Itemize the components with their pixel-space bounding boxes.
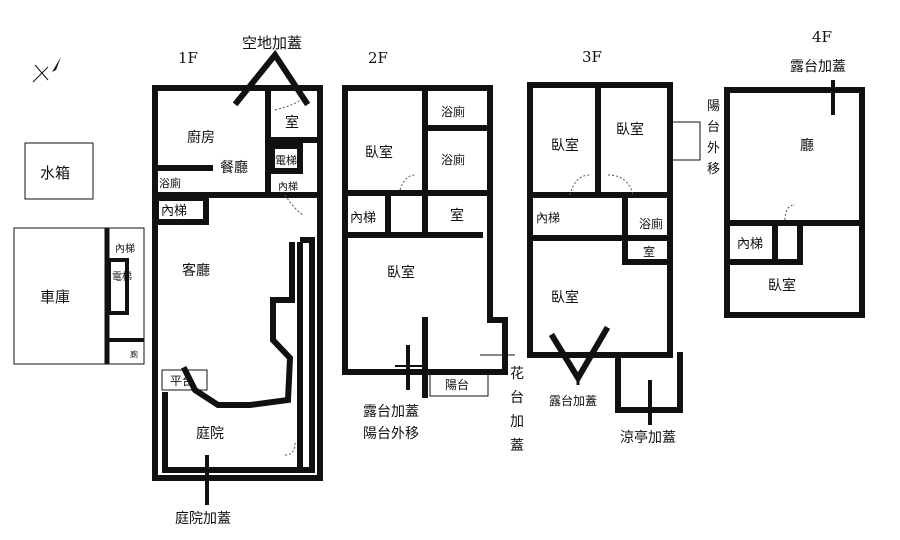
2f-room-label: 室 — [450, 207, 464, 224]
3f-terrace-annotation: 露台加蓋 — [549, 393, 597, 408]
floor-label-3f: 3F — [582, 48, 602, 66]
2f-bath2-label: 浴廁 — [441, 152, 465, 167]
water-tank — [24, 142, 94, 200]
4f-stair-label: 內梯 — [737, 237, 763, 252]
water-tank-label: 水箱 — [40, 164, 70, 182]
1f-room-label: 室 — [285, 114, 299, 131]
garage-label: 車庫 — [40, 288, 70, 306]
floor-label-1f: 1F — [178, 49, 198, 67]
courtyard-label: 庭院 — [196, 425, 224, 442]
floor-1f-walls — [152, 85, 323, 481]
garage — [13, 227, 145, 365]
kitchen-label: 廚房 — [187, 129, 215, 146]
2f-bedroom1-label: 臥室 — [365, 144, 393, 161]
1f-elevator-label: 電梯 — [275, 154, 297, 167]
open-space-annotation: 空地加蓋 — [242, 34, 302, 52]
4f-hall-label: 廳 — [800, 137, 814, 154]
2f-bath1-label: 浴廁 — [441, 104, 465, 119]
svg-text:加: 加 — [510, 414, 524, 430]
living-room-label: 客廳 — [182, 262, 210, 279]
1f-stair-label: 內梯 — [161, 204, 187, 219]
dining-label: 餐廳 — [220, 159, 248, 176]
pavilion-annotation: 涼亭加蓋 — [620, 429, 676, 446]
open-space-arrow — [232, 49, 311, 107]
floor-3f-walls — [527, 82, 701, 425]
garage-wc-label: 廁 — [130, 349, 138, 359]
planter-annotation: 花 台 加 蓋 — [510, 366, 524, 454]
3f-bedroom1-label: 臥室 — [551, 137, 579, 154]
2f-balcony-move-annotation: 陽台外移 — [363, 426, 419, 442]
garage-stair-label: 內梯 — [115, 242, 135, 255]
2f-balcony-label: 陽台 — [445, 377, 469, 392]
platform-label: 平台 — [170, 373, 194, 388]
4f-bedroom-label: 臥室 — [768, 277, 796, 294]
1f-stair-small-label: 內梯 — [278, 180, 298, 193]
3f-bath-label: 浴廁 — [639, 216, 663, 231]
north-arrow-icon — [32, 57, 61, 83]
floor-4f-walls — [724, 80, 865, 318]
svg-text:花: 花 — [510, 366, 524, 382]
svg-text:移: 移 — [707, 162, 720, 177]
2f-stair-label: 內梯 — [350, 211, 376, 226]
4f-terrace-annotation: 露台加蓋 — [790, 59, 846, 75]
svg-text:台: 台 — [510, 390, 524, 406]
floor-label-2f: 2F — [368, 49, 388, 67]
svg-text:陽: 陽 — [707, 99, 720, 114]
1f-bath-label: 浴廁 — [159, 176, 181, 190]
3f-bedroom2-label: 臥室 — [616, 121, 644, 138]
floor-2f-walls — [342, 85, 515, 398]
floor-label-4f: 4F — [812, 28, 832, 46]
3f-bedroom3-label: 臥室 — [551, 289, 579, 306]
svg-text:台: 台 — [707, 120, 720, 135]
3f-stair-label: 內梯 — [536, 211, 560, 225]
svg-text:外: 外 — [707, 141, 720, 156]
3f-balcony-move-annotation: 陽 台 外 移 — [707, 99, 720, 177]
2f-bedroom2-label: 臥室 — [387, 264, 415, 281]
courtyard-add-annotation: 庭院加蓋 — [175, 510, 231, 527]
3f-room-label: 室 — [643, 244, 655, 259]
svg-text:蓋: 蓋 — [510, 438, 524, 454]
2f-terrace-annotation: 露台加蓋 — [363, 404, 419, 420]
garage-elevator-label: 電梯 — [112, 270, 132, 283]
